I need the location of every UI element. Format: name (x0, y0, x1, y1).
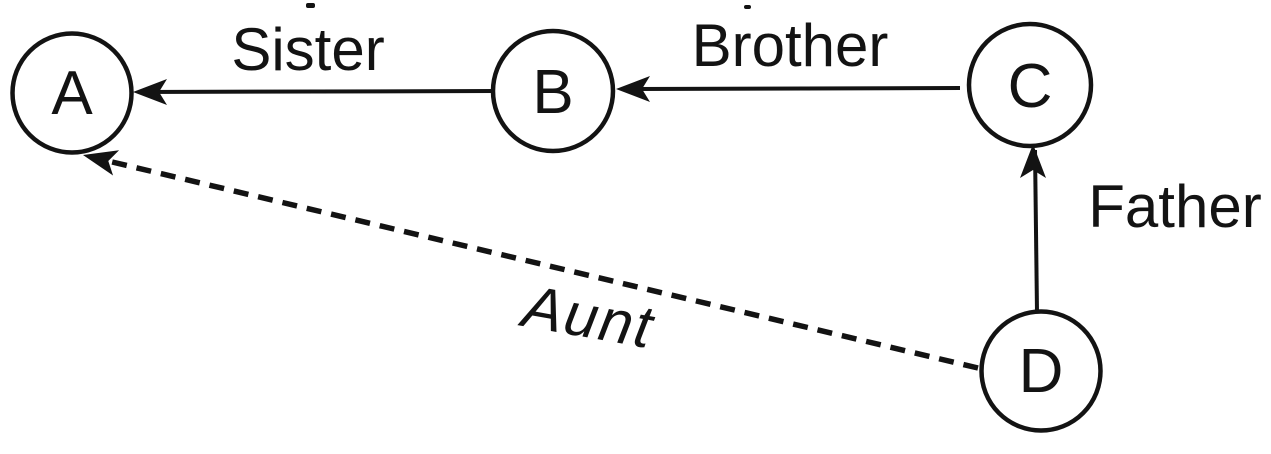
node-d-circle (979, 309, 1103, 433)
edge-aunt-arrowhead-icon (83, 150, 120, 176)
node-b-label: B (532, 58, 573, 127)
node-a: A (10, 31, 134, 155)
ink-speckle (744, 5, 751, 9)
node-c: C (966, 21, 1094, 149)
node-b-circle (490, 28, 616, 154)
node-a-circle (10, 31, 134, 155)
node-d-label: D (1019, 337, 1064, 406)
edge-sister-label: Sister (231, 16, 384, 83)
edge-sister-line (139, 89, 498, 94)
edge-father-arrowhead-icon (1020, 144, 1046, 178)
node-c-circle (966, 21, 1094, 149)
ink-speckle (306, 3, 315, 8)
edge-sister-arrowhead-icon (133, 79, 167, 105)
node-a-label: A (51, 59, 93, 128)
edge-father-label: Father (1088, 173, 1261, 240)
edge-brother-label: Brother (692, 12, 889, 79)
edge-brother-arrowhead-icon (616, 76, 650, 102)
edge-father-line (1033, 149, 1039, 313)
node-b: B (490, 28, 616, 154)
node-c-label: C (1008, 52, 1053, 121)
node-d: D (979, 309, 1103, 433)
edge-brother-line (622, 86, 961, 91)
